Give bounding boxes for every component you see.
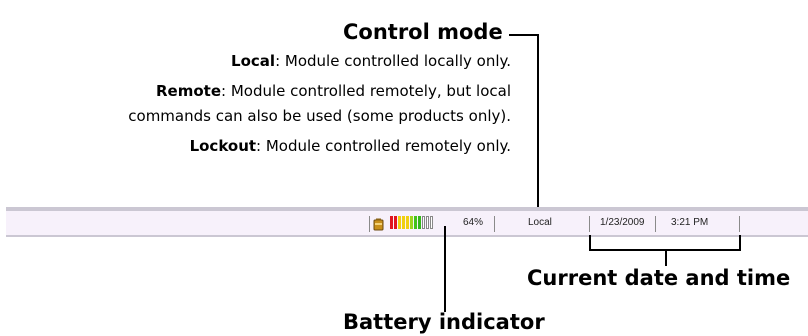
control-mode-value: Local	[528, 217, 552, 228]
battery-segment	[414, 216, 417, 229]
battery-percent: 64%	[463, 217, 484, 228]
battery-segment	[390, 216, 393, 229]
status-bar-separator	[589, 216, 590, 232]
status-bar-separator	[369, 216, 370, 232]
control-mode-callout-title: Control mode	[343, 20, 503, 44]
battery-leader	[444, 226, 446, 312]
battery-segment	[422, 216, 425, 229]
battery-segment	[398, 216, 401, 229]
battery-segment	[402, 216, 405, 229]
date-time-bracket-left	[589, 235, 591, 251]
battery-callout-title: Battery indicator	[343, 310, 545, 334]
control-mode-leader-horizontal	[509, 34, 538, 36]
lockout-mode-description: Lockout: Module controlled remotely only…	[189, 137, 511, 155]
battery-segment	[430, 216, 433, 229]
date-time-leader	[665, 249, 667, 266]
battery-level-bars	[390, 216, 433, 229]
date-time-bracket-right	[739, 235, 741, 251]
remote-mode-description: Remote: Module controlled remotely, but …	[155, 82, 511, 100]
status-bar: 64% Local 1/23/2009 3:21 PM	[6, 207, 808, 237]
status-bar-separator	[655, 216, 656, 232]
date-time-callout-title: Current date and time	[527, 266, 791, 290]
remote-mode-description-continued: commands can also be used (some products…	[128, 107, 511, 125]
battery-segment	[418, 216, 421, 229]
status-bar-separator	[494, 216, 495, 232]
battery-segment	[426, 216, 429, 229]
date-value: 1/23/2009	[600, 217, 645, 228]
battery-segment	[394, 216, 397, 229]
battery-pack-icon	[373, 216, 384, 231]
battery-segment	[410, 216, 413, 229]
local-mode-description: Local: Module controlled locally only.	[231, 52, 511, 70]
status-bar-panel: 64% Local 1/23/2009 3:21 PM	[6, 211, 808, 235]
control-mode-leader-vertical	[537, 34, 539, 213]
battery-segment	[406, 216, 409, 229]
status-bar-separator	[739, 216, 740, 232]
time-value: 3:21 PM	[671, 217, 709, 228]
